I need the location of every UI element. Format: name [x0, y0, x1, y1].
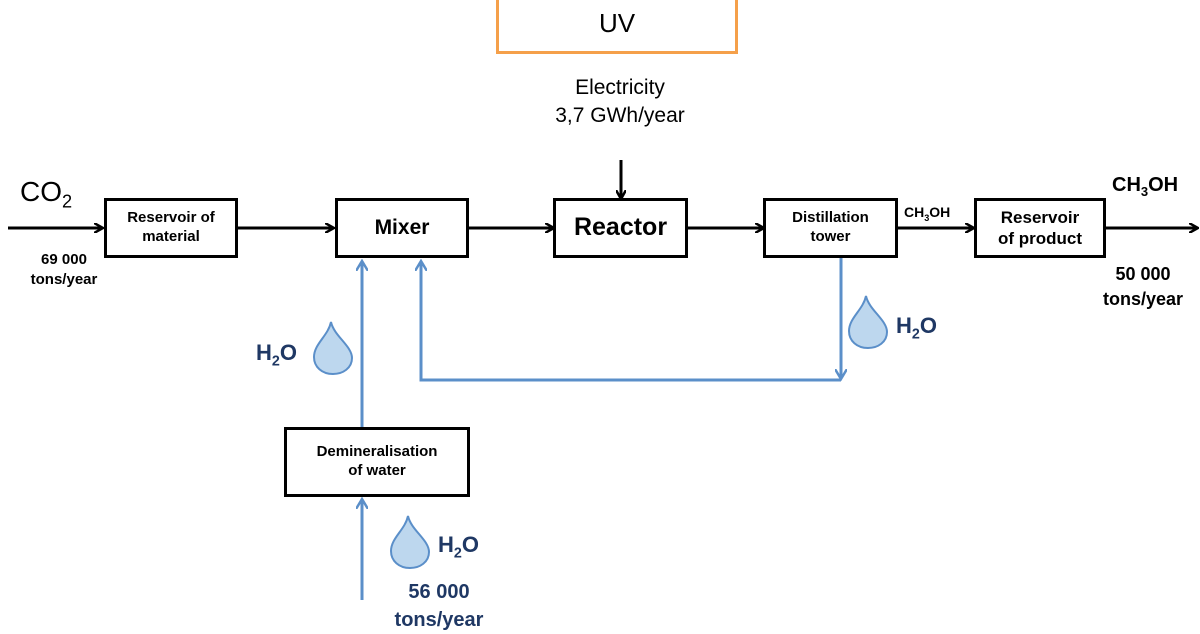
methanol-stream-ch: CH [904, 204, 925, 220]
methanol-stream-label: CH3OH [904, 204, 951, 223]
water-h: H [438, 532, 454, 557]
methanol-output-amount: 50 000 tons/year [1090, 262, 1196, 312]
water-h: H [896, 313, 912, 338]
output-amount-unit: tons/year [1102, 289, 1184, 309]
reservoir-product-line1: Reservoir [1000, 207, 1080, 227]
demineralisation-line1: Demineralisation [316, 443, 438, 461]
methanol-output-sub: 3 [1140, 184, 1149, 199]
distillation-line2: tower [810, 228, 851, 245]
co2-label: CO2 [20, 176, 72, 211]
uv-box: UV [496, 0, 738, 54]
water-o: O [461, 532, 479, 557]
reservoir-material-line2: material [142, 228, 200, 245]
water-drop-icon [312, 321, 354, 376]
water-feed-amount-unit: tons/year [394, 609, 484, 631]
electricity-value: 3,7 GWh/year [555, 104, 685, 127]
water-h: H [256, 340, 272, 365]
mixer-box: Mixer [335, 198, 469, 258]
water-label-right: H2O [896, 313, 937, 343]
co2-text: CO [20, 176, 62, 207]
reactor-box: Reactor [553, 198, 688, 258]
methanol-output-ch: CH [1112, 174, 1141, 196]
mixer-label: Mixer [374, 215, 430, 239]
methanol-stream-sub: 3 [924, 212, 930, 223]
reservoir-material-line1: Reservoir of [127, 209, 215, 227]
reservoir-product-line2: of product [997, 229, 1083, 248]
uv-label: UV [598, 8, 636, 38]
demineralisation-box: Demineralisation of water [284, 427, 470, 497]
water-label-left: H2O [256, 340, 297, 370]
co2-amount: 69 000 tons/year [14, 250, 114, 290]
methanol-output-oh: OH [1148, 174, 1179, 196]
water-sub: 2 [271, 353, 280, 370]
water-drop-icon [847, 295, 889, 350]
water-label-feed: H2O [438, 532, 479, 562]
water-sub: 2 [453, 545, 462, 562]
water-o: O [279, 340, 297, 365]
water-line-recycle [421, 262, 841, 382]
electricity-title: Electricity [575, 76, 665, 99]
water-drop-icon [389, 515, 431, 570]
water-feed-amount: 56 000 tons/year [376, 578, 502, 634]
water-sub: 2 [911, 326, 920, 343]
water-o: O [919, 313, 937, 338]
methanol-output-label: CH3OH [1112, 174, 1179, 199]
electricity-label: Electricity 3,7 GWh/year [520, 74, 720, 130]
methanol-stream-oh: OH [929, 204, 951, 220]
co2-amount-value: 69 000 [41, 251, 87, 268]
distillation-tower-box: Distillation tower [763, 198, 898, 258]
reactor-label: Reactor [573, 213, 668, 242]
reservoir-of-material-box: Reservoir of material [104, 198, 238, 258]
water-feed-amount-value: 56 000 [408, 581, 470, 603]
distillation-line1: Distillation [792, 209, 869, 227]
co2-amount-unit: tons/year [30, 271, 98, 288]
reservoir-of-product-box: Reservoir of product [974, 198, 1106, 258]
output-amount-value: 50 000 [1115, 264, 1171, 284]
demineralisation-line2: of water [348, 462, 406, 479]
co2-subscript: 2 [62, 191, 73, 212]
